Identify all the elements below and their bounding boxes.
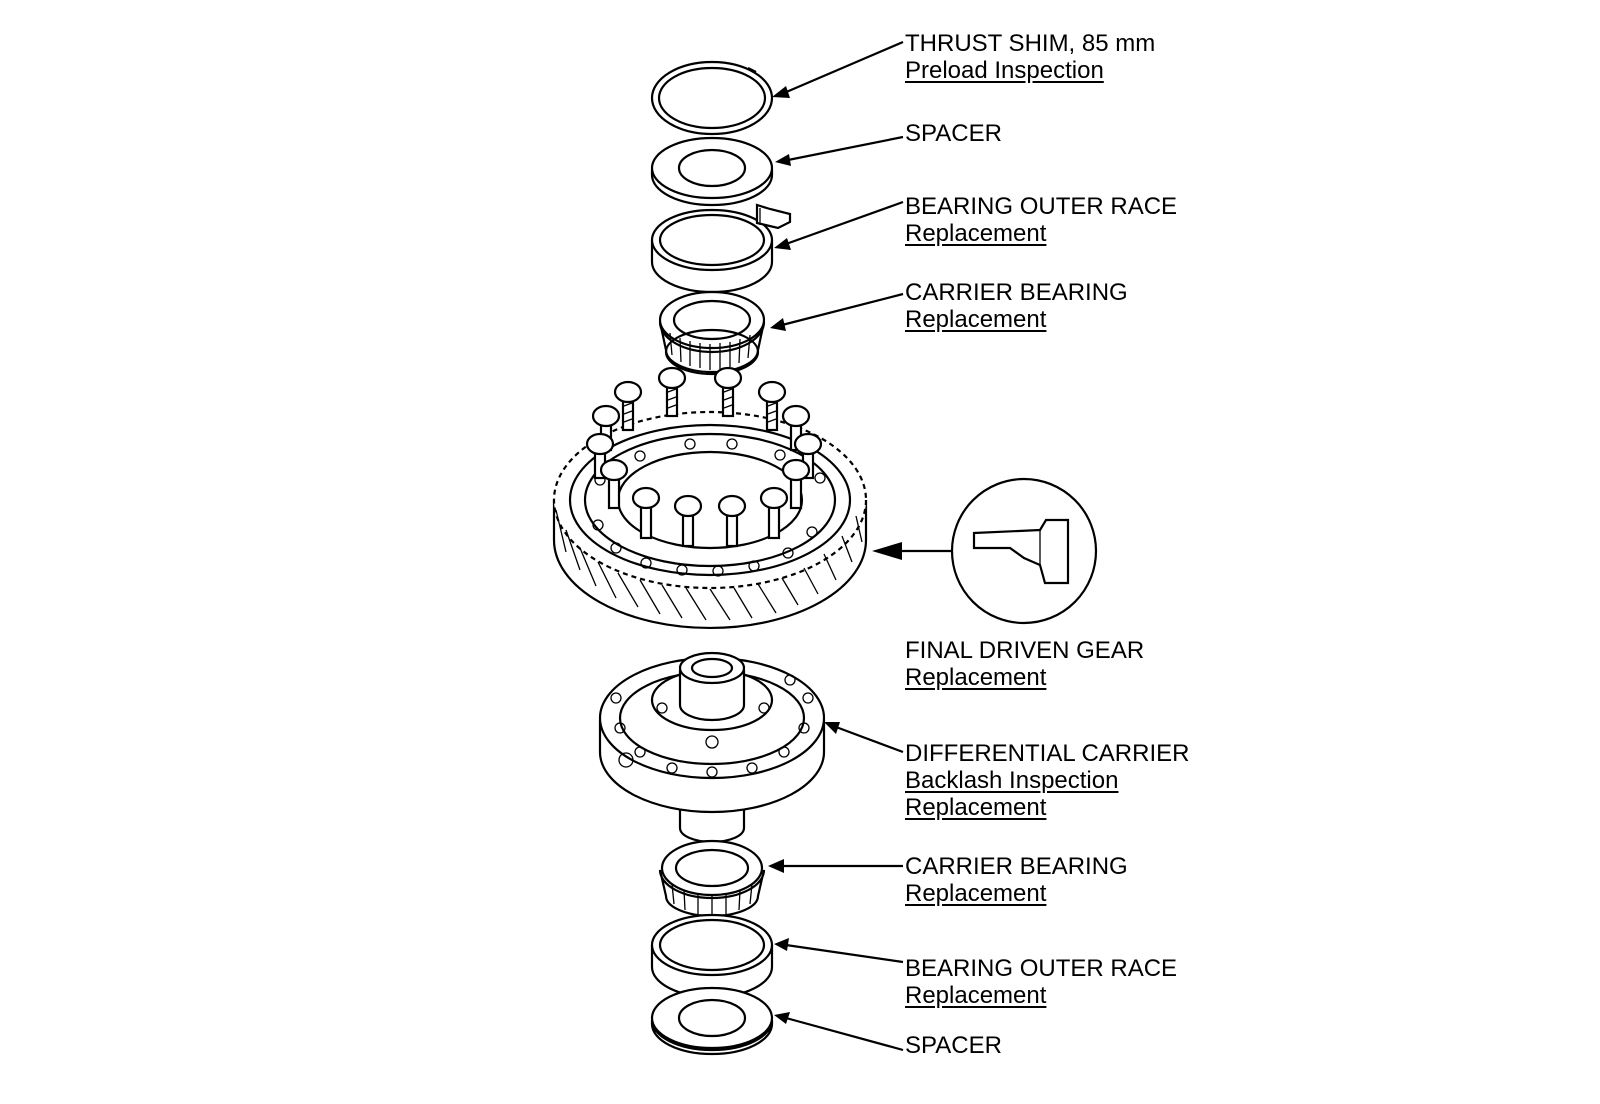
callout-carrier-bearing-top: CARRIER BEARING Replacement [905, 279, 1128, 333]
thrust-shim-part [650, 60, 774, 136]
callout-title: CARRIER BEARING [905, 853, 1128, 880]
callout-differential-carrier: DIFFERENTIAL CARRIER Backlash Inspection… [905, 740, 1189, 821]
spacer-top-part [650, 136, 774, 207]
carrier-bearing-top-part [658, 290, 766, 376]
gear-bolts [585, 366, 823, 548]
callout-outer-race-top: BEARING OUTER RACE Replacement [905, 193, 1177, 247]
replacement-link[interactable]: Replacement [905, 982, 1047, 1009]
carrier-bearing-bottom-part [658, 839, 766, 918]
outer-race-top-part [650, 203, 792, 294]
spacer-bottom-part [650, 986, 774, 1056]
replacement-link[interactable]: Replacement [905, 220, 1047, 247]
callout-title: DIFFERENTIAL CARRIER [905, 740, 1190, 767]
callout-spacer-bottom: SPACER [905, 1032, 1002, 1059]
replacement-link[interactable]: Replacement [905, 306, 1047, 333]
callout-title: FINAL DRIVEN GEAR [905, 637, 1145, 664]
callout-title: THRUST SHIM, 85 mm [905, 30, 1156, 57]
callout-thrust-shim: THRUST SHIM, 85 mm Preload Inspection [905, 30, 1155, 84]
callout-final-driven-gear: FINAL DRIVEN GEAR Replacement [905, 637, 1144, 691]
callout-outer-race-bottom: BEARING OUTER RACE Replacement [905, 955, 1177, 1009]
backlash-inspection-link[interactable]: Backlash Inspection [905, 767, 1119, 794]
leader-lines [768, 40, 904, 1052]
replacement-link[interactable]: Replacement [905, 664, 1047, 691]
callout-title: BEARING OUTER RACE [905, 955, 1178, 982]
sealant-detail-inset [872, 477, 1098, 625]
callout-spacer-top: SPACER [905, 120, 1002, 147]
callout-carrier-bearing-bottom: CARRIER BEARING Replacement [905, 853, 1128, 907]
callout-title: SPACER [905, 1032, 1002, 1059]
outer-race-bottom-part [650, 913, 774, 999]
callout-title: SPACER [905, 120, 1002, 147]
preload-inspection-link[interactable]: Preload Inspection [905, 57, 1104, 84]
callout-title: BEARING OUTER RACE [905, 193, 1178, 220]
final-driven-gear-part [552, 410, 868, 630]
replacement-link[interactable]: Replacement [905, 794, 1047, 821]
replacement-link[interactable]: Replacement [905, 880, 1047, 907]
callout-title: CARRIER BEARING [905, 279, 1128, 306]
differential-carrier-part [598, 651, 826, 844]
